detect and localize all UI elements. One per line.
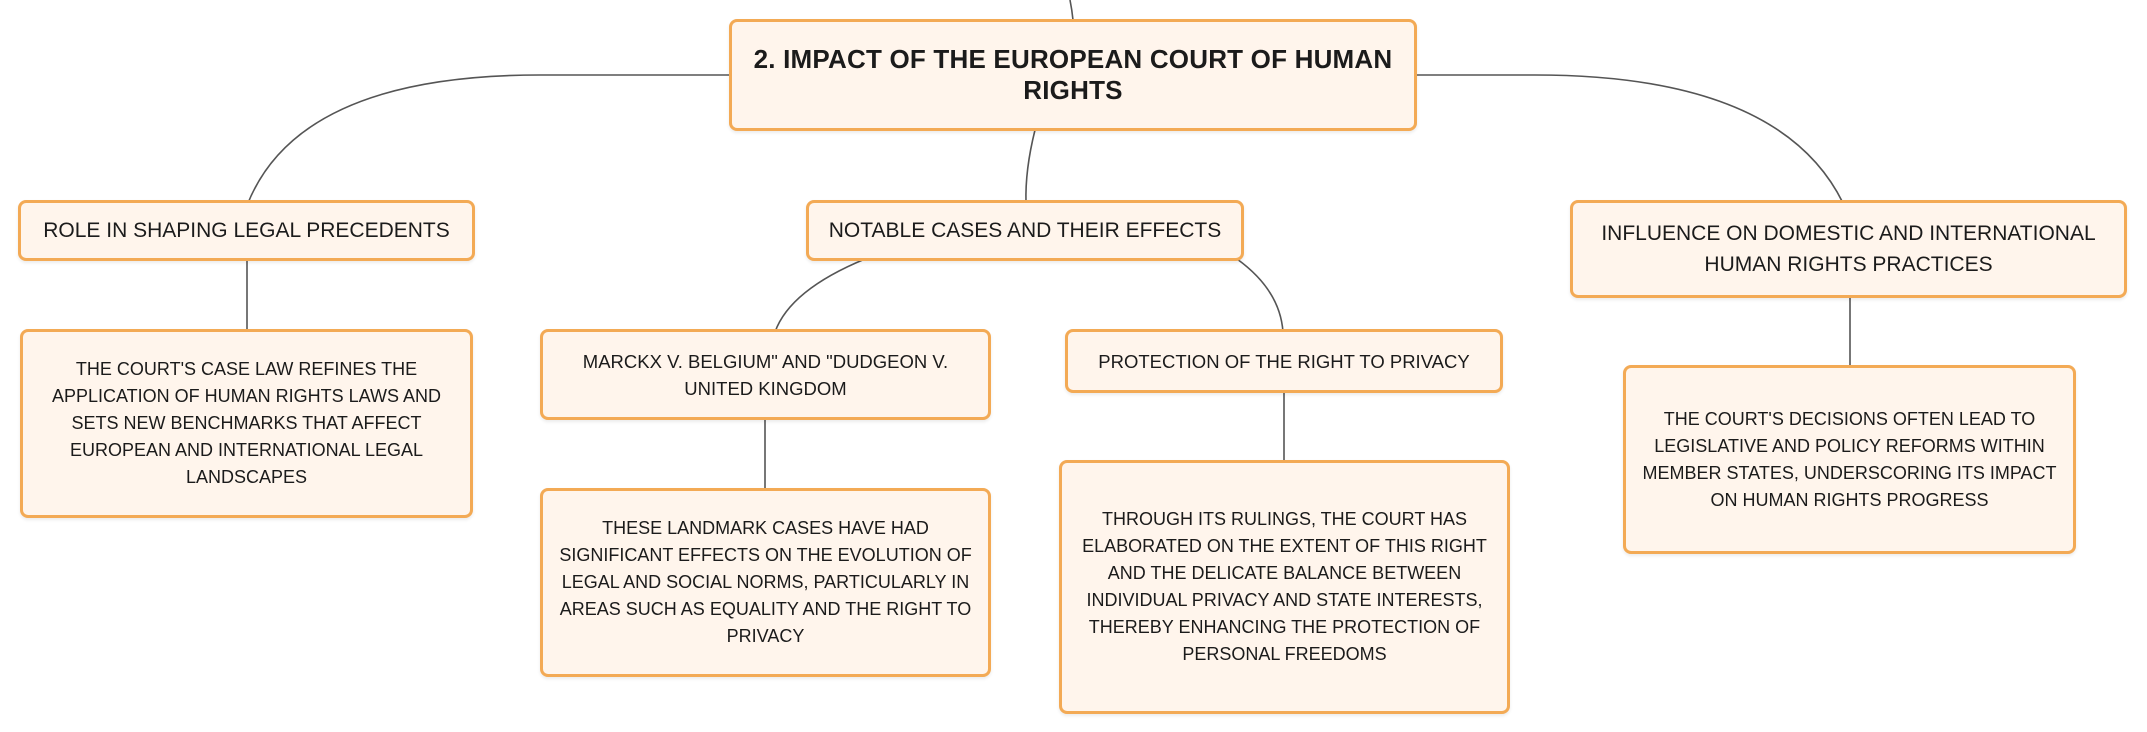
topic-node-influence[interactable]: INFLUENCE ON DOMESTIC AND INTERNATIONAL … — [1570, 200, 2127, 298]
subtopic-node-label: MARCKX V. BELGIUM" AND "DUDGEON V. UNITE… — [582, 350, 949, 399]
subtopic-node-label: PROTECTION OF THE RIGHT TO PRIVACY — [1098, 350, 1470, 372]
detail-node-text: THROUGH ITS RULINGS, THE COURT HAS ELABO… — [1082, 509, 1487, 664]
topic-node-label: INFLUENCE ON DOMESTIC AND INTERNATIONAL … — [1601, 222, 2096, 276]
topic-node-notable-cases[interactable]: NOTABLE CASES AND THEIR EFFECTS — [806, 200, 1244, 261]
detail-node-privacy-rulings[interactable]: THROUGH ITS RULINGS, THE COURT HAS ELABO… — [1059, 460, 1510, 714]
detail-node-landmark-cases[interactable]: THESE LANDMARK CASES HAVE HAD SIGNIFICAN… — [540, 488, 991, 677]
connector-root-precedents — [247, 74, 730, 204]
connector-cases-privacy — [1236, 258, 1284, 333]
connector-root-influence — [1415, 74, 1844, 204]
detail-node-legal-precedents[interactable]: THE COURT'S CASE LAW REFINES THE APPLICA… — [20, 329, 473, 518]
connector-root-cases — [1025, 129, 1036, 204]
connector-parent-root — [1069, 0, 1074, 21]
detail-node-text: THE COURT'S DECISIONS OFTEN LEAD TO LEGI… — [1642, 408, 2057, 510]
topic-node-label: ROLE IN SHAPING LEGAL PRECEDENTS — [43, 219, 450, 242]
subtopic-node-marckx-dudgeon[interactable]: MARCKX V. BELGIUM" AND "DUDGEON V. UNITE… — [540, 329, 991, 420]
root-node-label: 2. IMPACT OF THE EUROPEAN COURT OF HUMAN… — [753, 44, 1393, 105]
topic-node-legal-precedents[interactable]: ROLE IN SHAPING LEGAL PRECEDENTS — [18, 200, 475, 261]
detail-node-court-decisions[interactable]: THE COURT'S DECISIONS OFTEN LEAD TO LEGI… — [1623, 365, 2076, 554]
subtopic-node-right-to-privacy[interactable]: PROTECTION OF THE RIGHT TO PRIVACY — [1065, 329, 1503, 393]
root-node[interactable]: 2. IMPACT OF THE EUROPEAN COURT OF HUMAN… — [729, 19, 1417, 131]
detail-node-text: THESE LANDMARK CASES HAVE HAD SIGNIFICAN… — [559, 518, 972, 646]
topic-node-label: NOTABLE CASES AND THEIR EFFECTS — [828, 219, 1222, 242]
connector-cases-marckx — [774, 258, 866, 333]
detail-node-text: THE COURT'S CASE LAW REFINES THE APPLICA… — [51, 359, 442, 487]
